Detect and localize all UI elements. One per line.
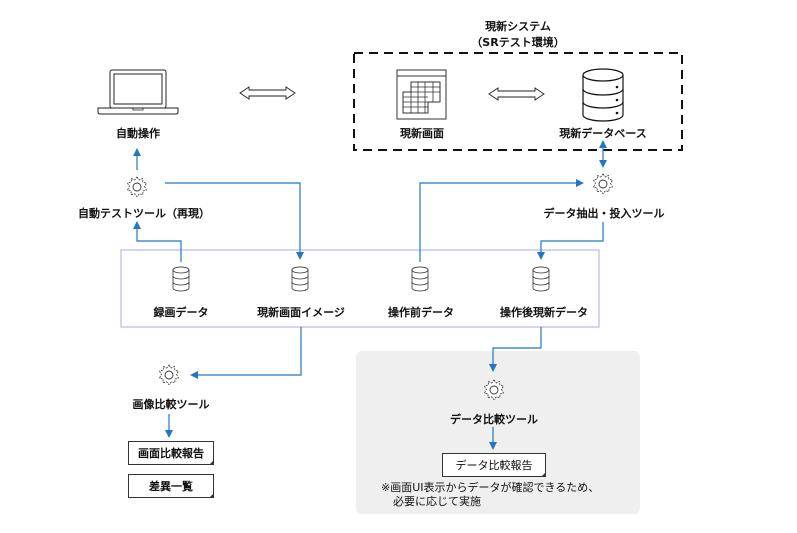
gear-icon (159, 364, 179, 386)
note-line-2: 必要に応じて実施 (393, 495, 481, 508)
arrow-postop-to-datacompare (489, 327, 542, 372)
system-subtitle: （SRテスト環境） (471, 36, 565, 49)
arrow-image-to-compare (190, 327, 302, 379)
database-icon (291, 266, 309, 292)
label-recorded-data: 録画データ (153, 306, 209, 319)
database-icon (532, 266, 550, 292)
arrow-recorded-to-tool (133, 221, 182, 262)
label-current-screen-image: 現新画面イメージ (257, 306, 345, 319)
data-store-frame (120, 249, 600, 328)
label-auto-test-tool: 自動テストツール（再現） (78, 207, 210, 220)
label-data-extract-tool: データ抽出・投入ツール (543, 207, 665, 220)
gear-icon (593, 173, 613, 195)
arrow-preop-to-extract (419, 179, 584, 262)
doc-diff-list-label: 差異一覧 (149, 480, 193, 493)
gear-icon (127, 176, 147, 198)
label-image-compare-tool: 画像比較ツール (132, 398, 210, 411)
doc-data-compare-report: データ比較報告 (442, 453, 546, 477)
current-system-boundary (353, 52, 683, 151)
label-current-database: 現新データベース (559, 127, 647, 140)
database-icon (582, 68, 624, 122)
doc-screen-compare-report-label: 画面比較報告 (138, 447, 204, 460)
double-arrow-icon (488, 87, 545, 101)
label-post-operation-data: 操作後現新データ (500, 306, 588, 319)
doc-screen-compare-report: 画面比較報告 (128, 441, 214, 465)
arrow-extract-to-postop (537, 222, 604, 260)
label-data-compare-tool: データ比較ツール (450, 413, 538, 426)
database-icon (411, 266, 429, 292)
label-pre-operation-data: 操作前データ (388, 306, 454, 319)
label-current-screen: 現新画面 (400, 127, 444, 140)
arrow-tool-to-image (165, 182, 304, 260)
screen-grid-icon (396, 69, 447, 120)
doc-diff-list: 差異一覧 (128, 474, 214, 498)
note-line-1: ※画面UI表示からデータが確認できるため、 (381, 481, 600, 494)
gear-icon (484, 379, 504, 401)
database-icon (172, 266, 190, 292)
optional-data-compare-region (356, 351, 640, 514)
double-arrow-icon (239, 86, 296, 100)
system-title: 現新システム (485, 20, 551, 33)
laptop-icon (97, 69, 179, 115)
doc-data-compare-report-label: データ比較報告 (455, 459, 533, 472)
label-auto-operation: 自動操作 (116, 127, 160, 140)
